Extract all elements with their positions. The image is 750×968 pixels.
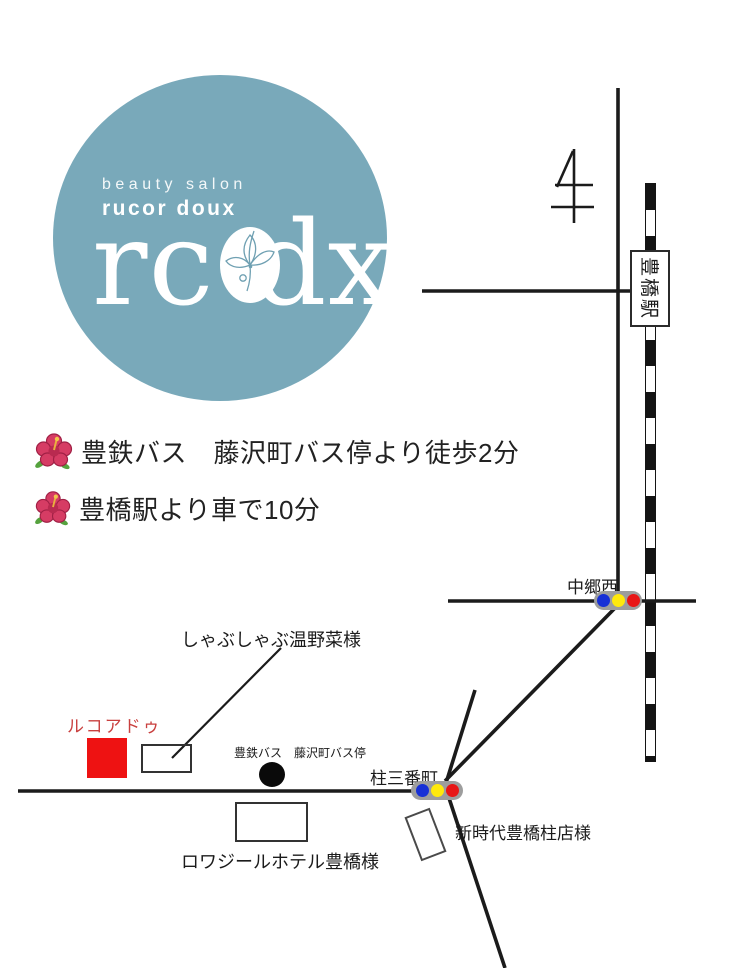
signal-yellow-light — [611, 594, 625, 607]
flower-sketch-icon — [225, 230, 275, 292]
signal-yellow-light — [430, 784, 444, 797]
building-onyasai — [141, 744, 192, 773]
signal-blue-light — [596, 594, 610, 607]
road-branch — [444, 689, 477, 784]
road-diagonal-south — [446, 794, 507, 968]
salon-logo: beauty salon rucor doux rc dx — [53, 75, 393, 401]
access-note: 豊鉄バス 藤沢町バス停より徒歩2分 — [81, 437, 520, 468]
landmark-label-hotel: ロワジールホテル豊橋様 — [181, 852, 379, 872]
access-item-bus: 豊鉄バス 藤沢町バス停より徒歩2分 — [34, 430, 519, 472]
signal-red-light — [626, 594, 640, 607]
station-toyohashi: 豊橋駅 — [630, 250, 670, 327]
hibiscus-flower-icon — [35, 491, 71, 526]
pointer-line-onyasai — [171, 647, 282, 759]
traffic-light-icon — [594, 591, 642, 610]
landmark-label-busstop: 豊鉄バス 藤沢町バス停 — [234, 746, 367, 760]
salon-location-marker — [87, 738, 127, 778]
road-diagonal-main — [443, 604, 619, 783]
landmark-label-salon: ルコアドゥ — [67, 717, 162, 736]
railway-track — [645, 183, 656, 762]
bus-stop-dot-icon — [259, 762, 285, 787]
logo-tagline: beauty salon — [102, 176, 247, 193]
traffic-light-icon — [411, 781, 463, 800]
logo-flower-badge — [220, 227, 280, 303]
station-label: 豊橋駅 — [637, 256, 659, 321]
signal-blue-light — [415, 784, 429, 797]
hibiscus-flower-icon — [35, 433, 73, 470]
signal-red-light — [445, 784, 459, 797]
landmark-label-onyasai: しゃぶしゃぶ温野菜様 — [181, 630, 361, 650]
landmark-label-shinjidai: 新時代豊橋柱店様 — [455, 824, 591, 843]
crossing-symbol-icon — [551, 149, 594, 223]
access-note: 豊橋駅より車で10分 — [79, 494, 321, 525]
access-item-car: 豊橋駅より車で10分 — [34, 488, 320, 528]
logo-brand-name: rucor doux — [102, 197, 237, 220]
building-hotel — [235, 802, 308, 842]
